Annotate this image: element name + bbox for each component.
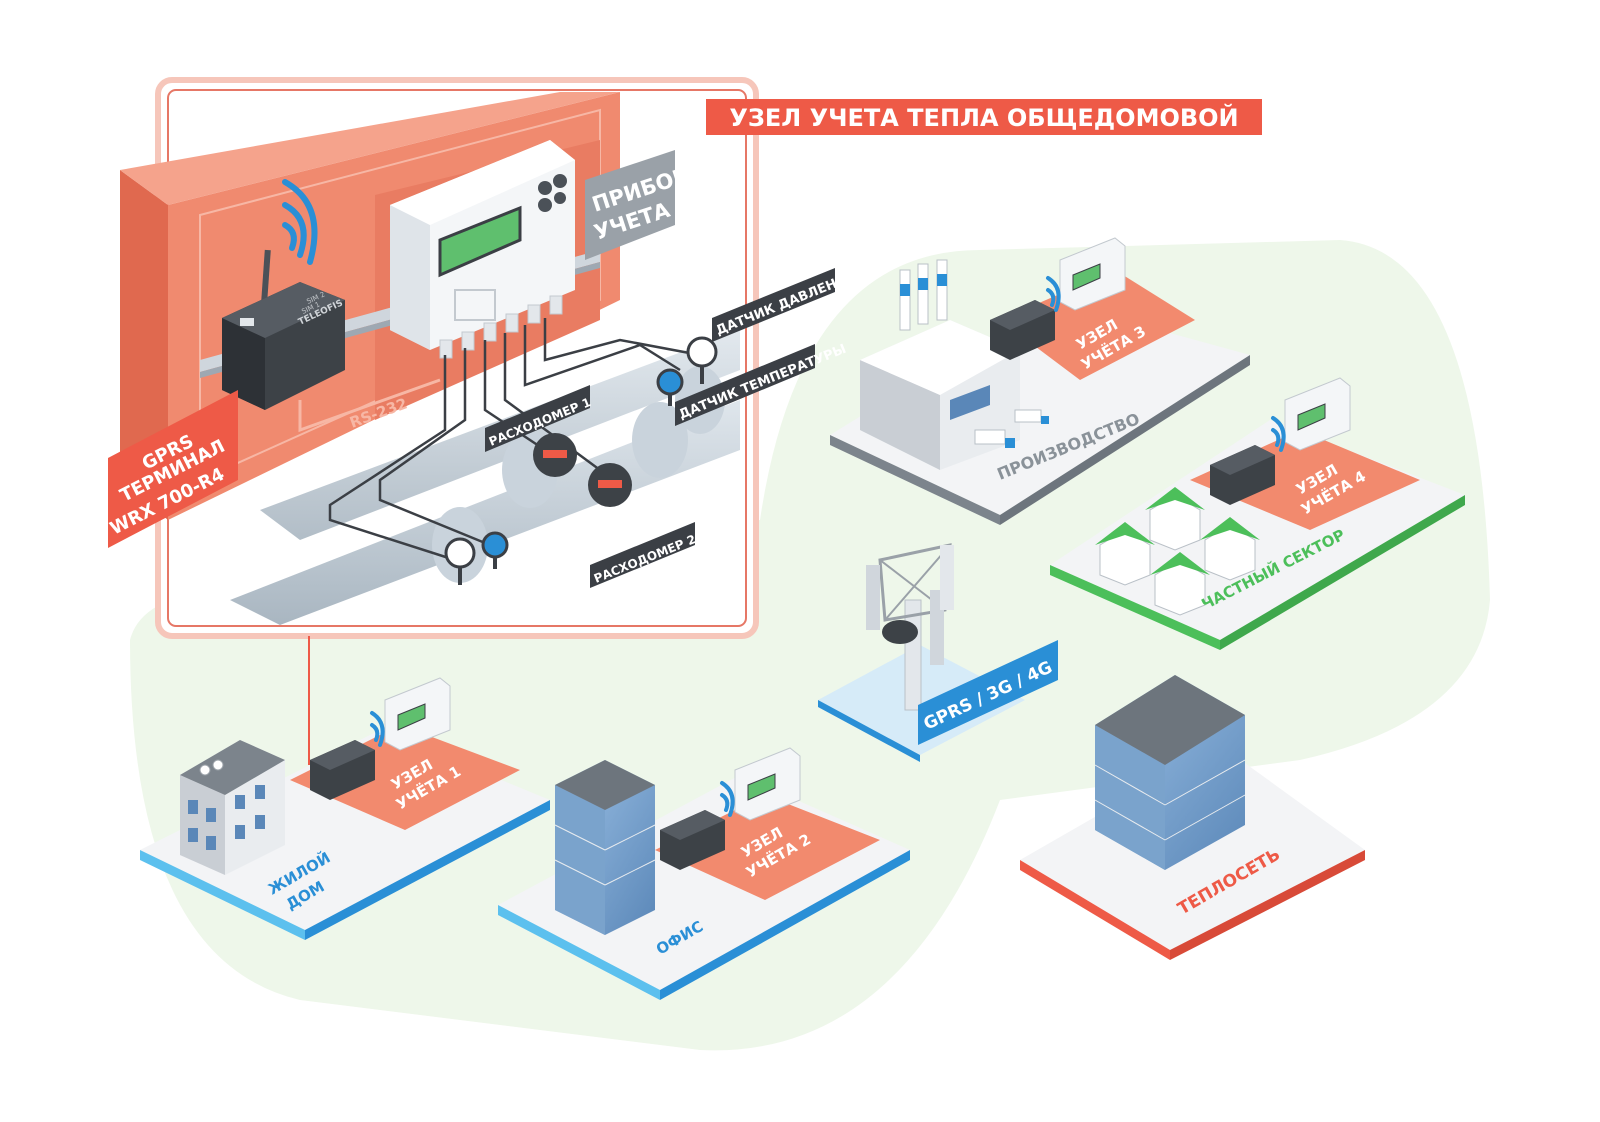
meter-device-icon bbox=[1284, 377, 1351, 451]
apartment-building-icon bbox=[180, 740, 285, 875]
flowmeter-2-icon bbox=[588, 463, 632, 507]
meter-device-icon bbox=[384, 677, 451, 751]
wireless-signal-icon bbox=[1046, 276, 1061, 312]
meter-device-icon bbox=[734, 747, 801, 821]
production-site: ПРОИЗВОДСТВО bbox=[830, 259, 1250, 525]
node-3: УЗЕЛ УЧЁТА 3 bbox=[990, 237, 1149, 373]
wireless-signal-icon bbox=[1271, 416, 1286, 452]
cell-tower-site: GPRS / 3G / 4G bbox=[818, 543, 1058, 762]
wireless-signal-icon bbox=[720, 781, 735, 817]
house-icon bbox=[1145, 487, 1205, 551]
temperature-gauge-icon bbox=[656, 368, 684, 406]
cell-tower-icon bbox=[866, 543, 954, 711]
inset-panel: ПРИБОР УЧЕТА TELEOFIS SIM 1 SIM 2 bbox=[107, 77, 859, 639]
meter-device bbox=[390, 140, 575, 359]
flowmeters bbox=[533, 433, 632, 507]
house-icon bbox=[1095, 522, 1155, 586]
truck-icon bbox=[1014, 409, 1049, 424]
terminal-device-icon bbox=[310, 740, 375, 800]
temperature-gauge-icon bbox=[481, 531, 509, 569]
gauges bbox=[444, 336, 718, 585]
gprs-terminal-device: TELEOFIS SIM 1 SIM 2 bbox=[222, 249, 345, 410]
terminal-device-icon bbox=[1210, 445, 1275, 505]
house-icon bbox=[1150, 552, 1210, 616]
wireless-signal-icon bbox=[370, 711, 385, 747]
office-building-icon bbox=[1094, 675, 1246, 870]
residential-site: ЖИЛОЙ ДОМ bbox=[140, 725, 550, 940]
office-building-icon bbox=[554, 760, 656, 935]
node-1: УЗЕЛ УЧЁТА 1 bbox=[310, 677, 464, 813]
wireless-signal-icon bbox=[282, 179, 318, 265]
heat-network-site: ТЕПЛОСЕТЬ bbox=[1020, 675, 1365, 960]
flowmeter-1-icon bbox=[533, 433, 577, 477]
title-banner: УЗЕЛ УЧЕТА ТЕПЛА ОБЩЕДОМОВОЙ bbox=[706, 99, 1262, 135]
pressure-gauge-icon bbox=[444, 537, 476, 585]
terminal-device-icon bbox=[990, 300, 1055, 360]
meter-device-icon bbox=[1059, 237, 1126, 311]
house-icon bbox=[1200, 517, 1260, 581]
terminal-device-icon bbox=[660, 810, 725, 870]
pressure-gauge-icon bbox=[686, 336, 718, 384]
office-site: ОФИС bbox=[498, 760, 910, 1000]
page-title: УЗЕЛ УЧЕТА ТЕПЛА ОБЩЕДОМОВОЙ bbox=[729, 103, 1238, 132]
truck-icon bbox=[974, 429, 1015, 448]
